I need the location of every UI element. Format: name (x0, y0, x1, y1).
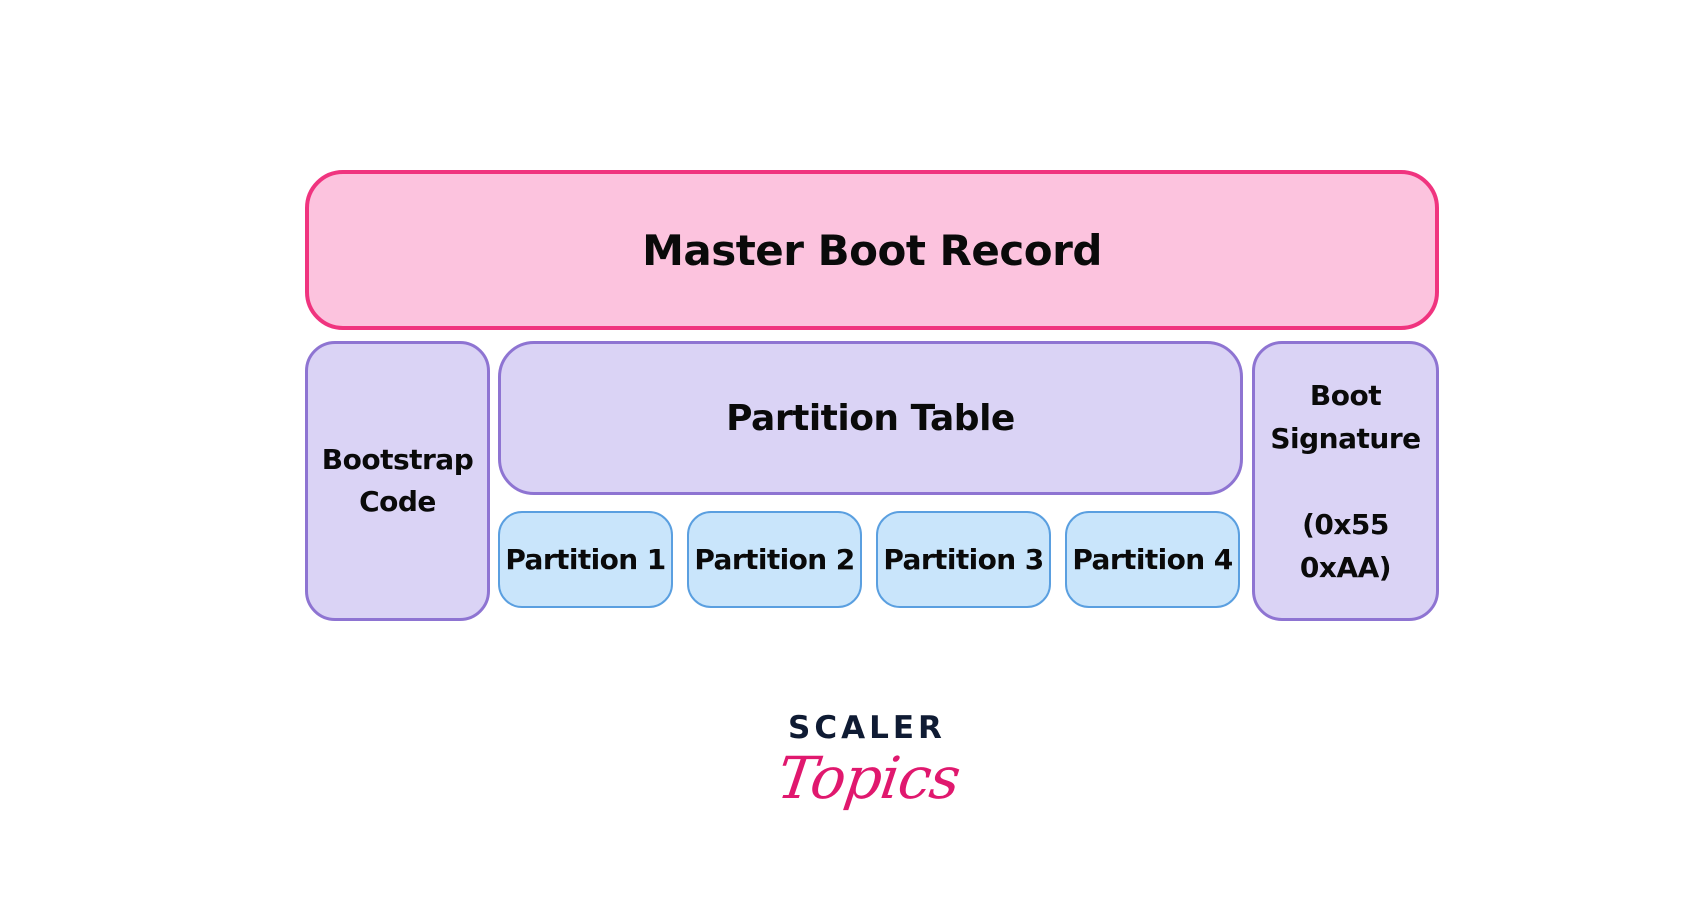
boot-signature-box: Boot Signature (0x55 0xAA) (1252, 341, 1439, 621)
scaler-topics-logo: SCALER Topics (760, 700, 964, 840)
partition-3-box: Partition 3 (876, 511, 1051, 608)
boot-signature-label-line1: Boot (1309, 378, 1382, 412)
bootstrap-code-box: Bootstrap Code (305, 341, 490, 621)
partition-label: Partition 1 (505, 543, 666, 576)
partition-4-box: Partition 4 (1065, 511, 1240, 608)
partition-2-box: Partition 2 (687, 511, 862, 608)
boot-signature-value-line1: (0x55 (1302, 507, 1389, 541)
partition-1-box: Partition 1 (498, 511, 673, 608)
master-boot-record-label: Master Boot Record (642, 225, 1102, 275)
master-boot-record-box: Master Boot Record (305, 170, 1439, 330)
partition-table-box: Partition Table (498, 341, 1243, 495)
logo-scaler-text: SCALER (788, 710, 946, 746)
partition-table-label: Partition Table (726, 397, 1015, 439)
boot-signature-value-line2: 0xAA) (1299, 550, 1392, 584)
boot-signature-label-line2: Signature (1270, 421, 1421, 455)
logo-topics-text: Topics (773, 744, 964, 812)
partition-label: Partition 3 (883, 543, 1044, 576)
bootstrap-code-label: Bootstrap Code (321, 443, 474, 518)
partition-label: Partition 4 (1072, 543, 1233, 576)
partition-label: Partition 2 (694, 543, 855, 576)
